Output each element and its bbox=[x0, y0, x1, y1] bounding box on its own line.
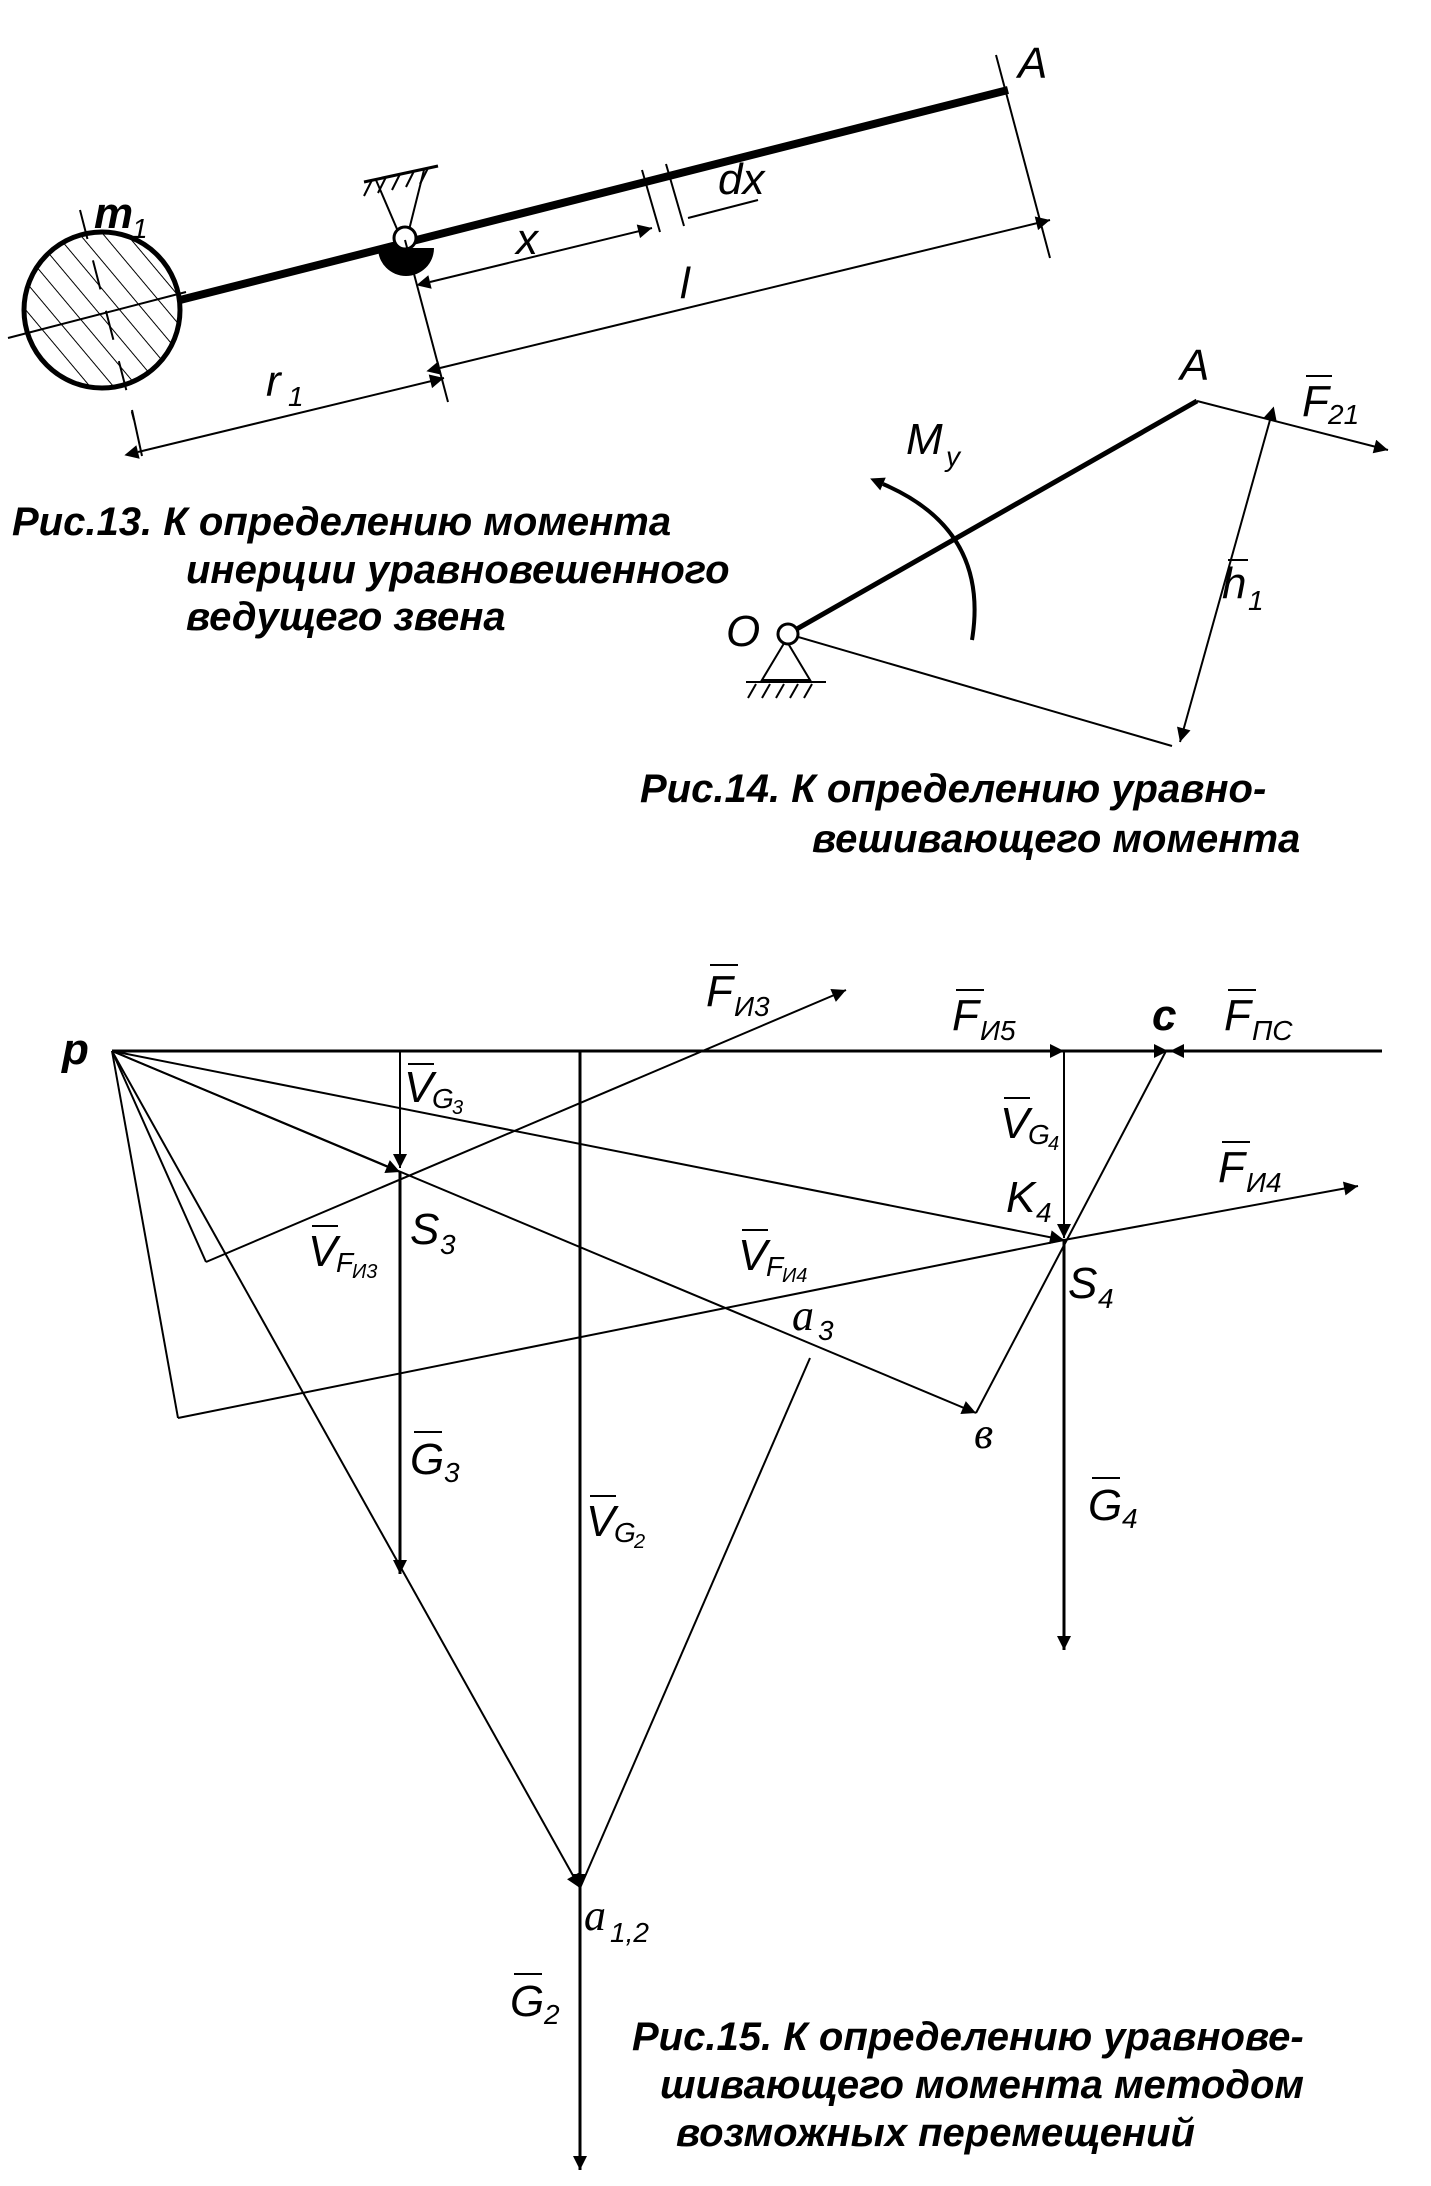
fig13-label-l: l bbox=[680, 259, 691, 308]
fig15-G3-sub: 3 bbox=[444, 1457, 460, 1488]
fig15-VG3-subsub: 3 bbox=[452, 1097, 463, 1119]
fig15-VG4: V bbox=[1000, 1099, 1033, 1148]
fig15-FI5: F bbox=[952, 991, 981, 1040]
fig13-label-x: x bbox=[514, 215, 540, 264]
pivot-support bbox=[363, 164, 439, 276]
fig15-FI3-sub: И3 bbox=[734, 991, 770, 1022]
fig15-G4: G bbox=[1088, 1481, 1122, 1530]
figure-14: A F 21 M y h 1 O Рис.14. К определению у… bbox=[640, 341, 1389, 861]
crank-OA bbox=[786, 398, 1199, 637]
x-dimension bbox=[416, 224, 653, 289]
fig13-label-r: r bbox=[266, 357, 283, 406]
fig15-VFI3: V bbox=[308, 1227, 341, 1276]
force-F21 bbox=[1196, 400, 1389, 454]
l-dimension bbox=[426, 216, 1051, 375]
fig14-label-F-sub: 21 bbox=[1327, 399, 1359, 430]
fig15-VG4-sub: G bbox=[1028, 1119, 1050, 1150]
fig15-FPS-sub: ПС bbox=[1252, 1015, 1293, 1046]
line-p-corner bbox=[111, 1050, 179, 1419]
fig15-VFI4: V bbox=[738, 1231, 771, 1280]
lever-arm-h1 bbox=[1177, 406, 1277, 743]
vector-p-b bbox=[111, 1050, 977, 1415]
fig13-label-dx: dx bbox=[718, 155, 766, 204]
fig15-VG2-sub: G bbox=[614, 1517, 636, 1548]
fig15-label-S4-sub: 4 bbox=[1098, 1283, 1114, 1314]
fig15-label-c: c bbox=[1152, 991, 1176, 1040]
fig14-label-O: O bbox=[726, 607, 760, 656]
vector-p-S4 bbox=[111, 1050, 1065, 1245]
line-O-foot bbox=[787, 633, 1173, 747]
force-FI3 bbox=[205, 989, 847, 1263]
r1-ext-line bbox=[131, 409, 143, 457]
disc-axis bbox=[7, 291, 187, 339]
fig15-label-a3: a bbox=[792, 1291, 814, 1340]
dx-tick-2 bbox=[665, 163, 685, 227]
fig14-label-h: h bbox=[1222, 559, 1246, 608]
fig15-label-S3-sub: 3 bbox=[440, 1229, 456, 1260]
fig15-label-p: p bbox=[61, 1025, 89, 1074]
r1-dimension bbox=[124, 374, 445, 459]
counterweight-disc bbox=[21, 229, 183, 391]
fig15-caption-line2: шивающего момента методом bbox=[660, 2063, 1304, 2107]
moment-arc bbox=[870, 477, 977, 641]
line-c-b bbox=[975, 1050, 1167, 1414]
fig15-FI5-sub: И5 bbox=[980, 1015, 1016, 1046]
fig15-G2-sub: 2 bbox=[543, 1999, 560, 2030]
rod bbox=[179, 86, 1009, 304]
fig14-caption-line1: Рис.14. К определению уравно- bbox=[640, 767, 1266, 811]
fig14-caption-line2: вешивающего момента bbox=[812, 817, 1300, 861]
fig14-label-A: A bbox=[1177, 341, 1209, 390]
fig15-G3: G bbox=[410, 1435, 444, 1484]
fig13-caption-line3: ведущего звена bbox=[186, 595, 506, 639]
fig15-label-K4: K bbox=[1006, 1173, 1037, 1222]
fig14-label-F: F bbox=[1302, 377, 1331, 426]
fig13-label-m: m bbox=[94, 189, 133, 238]
fig15-VFI4-subsub: И4 bbox=[782, 1265, 807, 1287]
line-a12-a3 bbox=[579, 1357, 811, 1889]
figure-13: A m 1 dx x l r 1 Рис.13. К определению м… bbox=[7, 39, 1051, 639]
fig14-label-h-sub: 1 bbox=[1248, 585, 1264, 616]
fig15-G2: G bbox=[510, 1977, 544, 2026]
fig15-VFI4-sub: F bbox=[766, 1251, 785, 1282]
fig13-label-r-sub: 1 bbox=[288, 381, 304, 412]
fig15-label-v: в bbox=[974, 1409, 993, 1458]
fig13-caption-line1: Рис.13. К определению момента bbox=[12, 500, 671, 544]
fig15-FI4-sub: И4 bbox=[1246, 1167, 1282, 1198]
fig15-caption-line3: возможных перемещений bbox=[676, 2111, 1195, 2155]
fig15-VG2: V bbox=[586, 1497, 619, 1546]
fig15-caption-line1: Рис.15. К определению уравнове- bbox=[632, 2015, 1304, 2059]
fig15-VFI3-sub: F bbox=[336, 1247, 355, 1278]
fig15-label-a12: a bbox=[584, 1891, 606, 1940]
fig14-label-M-sub: y bbox=[944, 441, 962, 472]
fig15-label-S4: S bbox=[1068, 1259, 1097, 1308]
fig15-FPS: F bbox=[1224, 991, 1253, 1040]
fig13-label-A: A bbox=[1015, 39, 1047, 88]
fig15-VG2-subsub: 2 bbox=[633, 1531, 645, 1553]
fig15-label-S3: S bbox=[410, 1205, 439, 1254]
fig15-FI4: F bbox=[1218, 1143, 1247, 1192]
line-p-VFI3-end bbox=[111, 1050, 207, 1263]
fig15-G4-sub: 4 bbox=[1122, 1503, 1138, 1534]
figure-15: p c в a 3 a 1,2 S 3 S 4 K 4 F И3 F И5 F … bbox=[61, 964, 1382, 2170]
fig15-VFI3-subsub: И3 bbox=[352, 1261, 377, 1283]
fig15-label-a12-sub: 1,2 bbox=[610, 1917, 649, 1948]
line-corner-S4 bbox=[177, 1239, 1065, 1419]
vector-p-a12 bbox=[111, 1050, 581, 1889]
fig15-label-K4-sub: 4 bbox=[1036, 1197, 1052, 1228]
fig14-label-M: M bbox=[906, 415, 943, 464]
support-O bbox=[746, 622, 826, 699]
force-FI4 bbox=[1063, 1181, 1359, 1241]
fig13-caption-line2: инерции уравновешенного bbox=[186, 548, 730, 592]
fig15-VG4-subsub: 4 bbox=[1048, 1133, 1059, 1155]
fig15-FI3: F bbox=[706, 967, 735, 1016]
fig15-label-a3-sub: 3 bbox=[818, 1315, 834, 1346]
fig13-label-m-sub: 1 bbox=[132, 213, 148, 244]
dx-arrow bbox=[687, 199, 759, 219]
fig15-VG3-sub: G bbox=[432, 1083, 454, 1114]
fig15-VG3: V bbox=[404, 1063, 437, 1112]
